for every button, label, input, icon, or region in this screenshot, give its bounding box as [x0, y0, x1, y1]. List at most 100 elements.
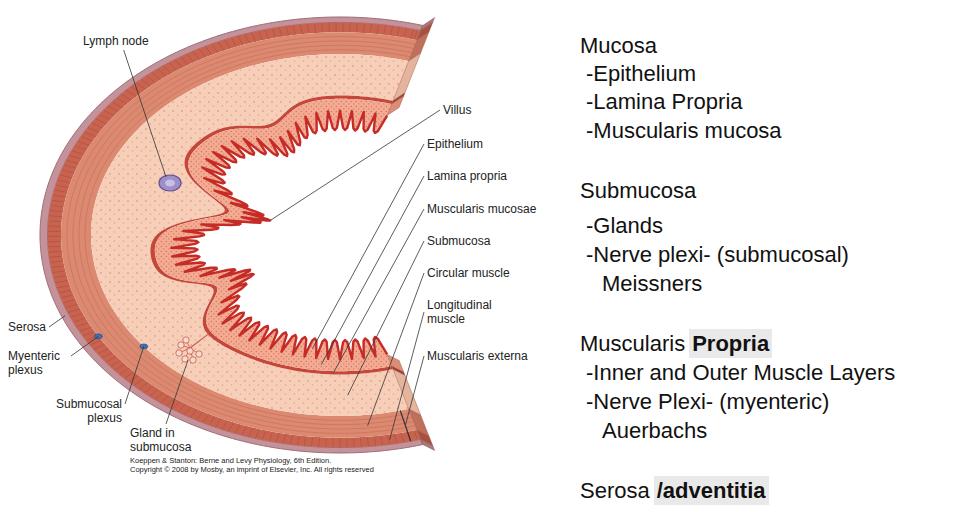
longitudinal-fibre [48, 231, 60, 232]
leader-line [348, 241, 424, 395]
leader-line [270, 110, 440, 220]
credit-text: Copyright © 2008 by Mosby, an imprint of… [130, 465, 374, 474]
outline-text: -Lamina Propria [586, 87, 743, 116]
longitudinal-fibre [315, 24, 316, 33]
part-label: Muscularis mucosae [427, 202, 536, 216]
cut-faces [387, 17, 435, 450]
leader-line [71, 336, 98, 356]
longitudinal-fibre [55, 190, 67, 192]
part-label: Submucosal plexus [48, 397, 122, 425]
longitudinal-fibre [71, 314, 82, 317]
longitudinal-fibre [262, 431, 265, 440]
part-label: Lymph node [83, 34, 149, 48]
longitudinal-fibre [252, 33, 256, 42]
longitudinal-fibre [374, 437, 375, 446]
longitudinal-fibre [115, 365, 124, 371]
longitudinal-fibre [235, 425, 239, 433]
leader-line [368, 273, 424, 426]
longitudinal-fibre [77, 323, 88, 327]
longitudinal-fibre [74, 318, 85, 322]
longitudinal-muscle-layer [48, 22, 421, 447]
longitudinal-fibre [48, 241, 60, 242]
longitudinal-fibre [68, 309, 79, 312]
longitudinal-fibre [94, 344, 104, 349]
longitudinal-fibre [410, 30, 413, 39]
longitudinal-fibre [265, 30, 268, 39]
longitudinal-fibre [203, 414, 209, 422]
longitudinal-fibre [377, 25, 379, 34]
longitudinal-fibre [178, 404, 185, 411]
longitudinal-fibre [225, 40, 230, 48]
leader-line [49, 316, 65, 327]
cut-face [387, 354, 404, 372]
longitudinal-fibre [100, 115, 110, 120]
outline-text: Submucosa [580, 176, 696, 205]
longitudinal-fibre [108, 106, 118, 111]
longitudinal-fibre [49, 215, 61, 217]
part-label: Villus [443, 103, 471, 117]
longitudinal-fibre [49, 246, 61, 247]
part-label: Longitudinal muscle [427, 298, 507, 326]
circular-fibre [73, 41, 414, 429]
longitudinal-fibre [279, 28, 282, 37]
part-label: Serosa [8, 320, 46, 334]
leader-line [390, 312, 424, 440]
longitudinal-fibre [161, 396, 169, 403]
longitudinal-fibre [367, 437, 368, 446]
outline-text: -Nerve Plexi- (myenteric) Auerbachs [586, 387, 886, 445]
longitudinal-fibre [164, 66, 171, 73]
longitudinal-fibre [312, 437, 313, 446]
longitudinal-fibre [388, 435, 390, 444]
longitudinal-fibre [120, 368, 129, 374]
longitudinal-fibre [353, 438, 355, 447]
longitudinal-fibre [62, 170, 74, 173]
longitudinal-fibre [269, 432, 272, 441]
span-bracket [400, 411, 411, 442]
circular-fibre [79, 45, 412, 424]
longitudinal-fibre [96, 119, 106, 124]
outline-text: Propria [689, 329, 772, 358]
longitudinal-fibre [181, 57, 188, 64]
longitudinal-fibre [222, 421, 227, 429]
longitudinal-fibre [297, 436, 299, 445]
wall-structures [94, 175, 208, 363]
longitudinal-fibre [175, 60, 182, 67]
longitudinal-fibre [318, 438, 320, 447]
longitudinal-fibre [401, 433, 404, 442]
longitudinal-fibre [106, 357, 116, 362]
longitudinal-fibre [134, 379, 143, 385]
longitudinal-fibre [245, 34, 249, 42]
longitudinal-fibre [184, 407, 191, 415]
longitudinal-fibre [169, 63, 176, 70]
outline-text: -Muscularis mucosa [586, 116, 782, 145]
leader-line [124, 50, 166, 177]
cut-face [393, 53, 421, 101]
longitudinal-fibre [139, 383, 147, 389]
longitudinal-fibre [152, 73, 160, 80]
longitudinal-fibre [80, 327, 91, 331]
longitudinal-fibre [49, 251, 61, 253]
longitudinal-fibre [88, 128, 99, 133]
longitudinal-fibre [117, 98, 126, 104]
longitudinal-fibre [276, 433, 279, 442]
longitudinal-fibre [54, 276, 66, 278]
longitudinal-fibre [283, 434, 285, 443]
longitudinal-fibre [321, 23, 323, 32]
longitudinal-fibre [390, 26, 392, 35]
longitudinal-fibre [216, 419, 221, 427]
longitudinal-fibre [48, 236, 60, 237]
longitudinal-fibre [69, 156, 80, 159]
longitudinal-fibre [229, 423, 234, 431]
muscularis-mucosae-layer [150, 96, 393, 375]
longitudinal-fibre [98, 349, 108, 354]
circular-muscle-layer [61, 32, 417, 437]
part-label: Gland in submucosa [130, 426, 196, 454]
part-label: Epithelium [427, 137, 483, 151]
longitudinal-fibre [52, 266, 64, 267]
longitudinal-fibre [49, 220, 61, 222]
part-label: Muscularis externa [427, 349, 528, 363]
longitudinal-fibre [75, 146, 86, 150]
longitudinal-fibre [53, 271, 65, 273]
longitudinal-fibre [81, 137, 92, 141]
longitudinal-fibre [384, 25, 386, 34]
